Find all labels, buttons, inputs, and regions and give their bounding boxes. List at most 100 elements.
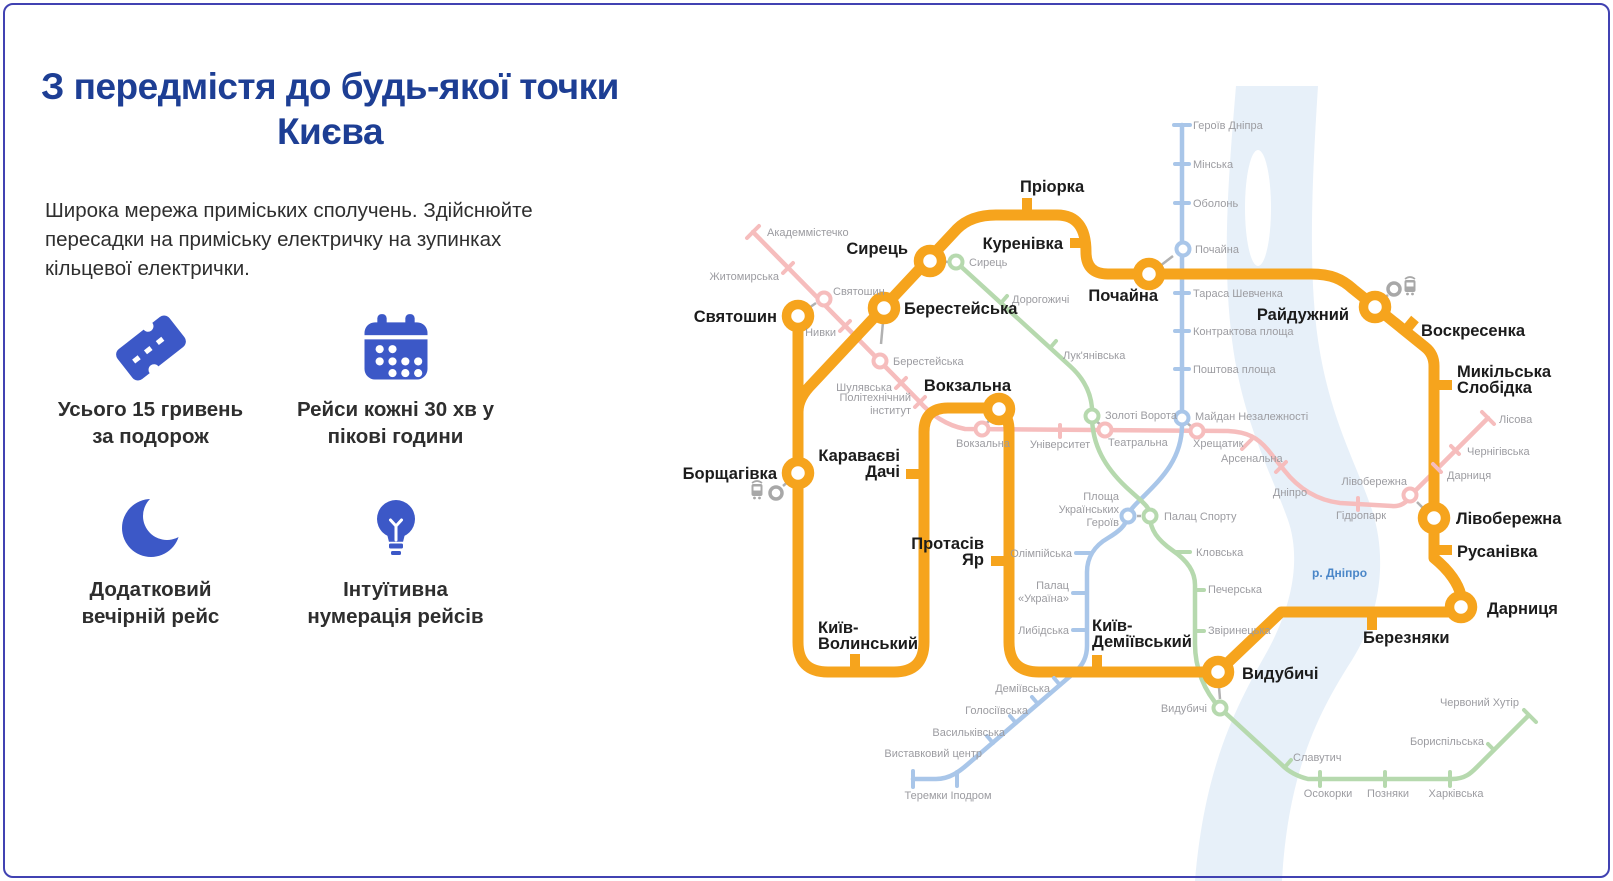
station-label: Мінська <box>1193 159 1234 171</box>
station-tick <box>1480 410 1496 426</box>
station-label: Героїв Дніпра <box>1193 120 1264 132</box>
metro-line-green <box>953 259 1531 782</box>
feature-price: Усього 15 гривень за подорож <box>28 300 273 450</box>
station-label: Вокзальна <box>924 377 1012 395</box>
station-label: Тараса Шевченка <box>1193 288 1284 300</box>
feature-label: Інтуїтивна нумерація рейсів <box>307 578 484 628</box>
station-label: Чернігівська <box>1467 446 1531 458</box>
station-label: Бориспільська <box>1410 736 1485 748</box>
station-label: Русанівка <box>1457 543 1538 561</box>
station-label: Арсенальна <box>1221 453 1283 465</box>
feature-list: Усього 15 гривень за подорож <box>28 300 518 630</box>
station-label: Куренівка <box>983 235 1064 253</box>
ring-station-tick <box>1401 315 1419 335</box>
station-label: Виставковий центр <box>884 748 982 760</box>
metro-line-blue <box>910 122 1185 782</box>
station-tick <box>999 294 1009 305</box>
station-tick <box>745 224 761 240</box>
description-line: пересадки на приміську електричку на зуп… <box>45 228 502 251</box>
station-marker <box>1141 507 1159 525</box>
station-label: Сирець <box>969 257 1008 269</box>
description: Широка мережа приміських сполучень. Здій… <box>45 196 620 283</box>
river-label: р. Дніпро <box>1312 566 1367 580</box>
station-marker <box>815 290 833 308</box>
station-label: Київ-Волинський <box>818 619 918 653</box>
station-label: Голосіївська <box>965 705 1029 717</box>
station-label: Театральна <box>1108 437 1169 449</box>
station-label: Лісова <box>1499 414 1533 426</box>
station-label: Дніпро <box>1273 487 1307 499</box>
station-label: Святошин <box>694 308 777 326</box>
feature-schedule: Рейси кожні 30 хв у пікові години <box>273 300 518 450</box>
feature-label: Усього 15 гривень за подорож <box>57 398 244 448</box>
ring-station-marker <box>1201 655 1235 689</box>
station-label: Кловська <box>1196 547 1244 559</box>
station-tick <box>1486 742 1496 752</box>
station-label: Печерська <box>1208 584 1263 596</box>
station-marker <box>1119 507 1137 525</box>
station-label: Нивки <box>805 327 836 339</box>
station-label: Хрещатик <box>1193 438 1244 450</box>
station-label: Київ-Деміївський <box>1092 617 1192 651</box>
station-label: Золоті Ворота <box>1105 410 1178 422</box>
station-label: Пріорка <box>1020 178 1085 196</box>
tram-interchange-marker <box>1386 281 1402 297</box>
feature-label: Рейси кожні 30 хв у пікові години <box>296 398 494 448</box>
station-marker <box>871 352 889 370</box>
station-marker <box>1211 699 1229 717</box>
feature-evening: Додатковий вечірній рейс <box>28 480 273 630</box>
station-marker <box>1096 421 1114 439</box>
station-label: Іподром <box>950 790 991 802</box>
station-tick <box>781 261 795 275</box>
station-label: Деміївська <box>995 683 1051 695</box>
station-label: Березняки <box>1363 629 1450 647</box>
feature-label: Додатковий вечірній рейс <box>81 578 220 628</box>
ring-station-marker <box>867 291 901 325</box>
title-line: З передмістя до будь-якої <box>41 66 510 107</box>
station-label: Університет <box>1030 439 1090 451</box>
station-label: Житомирська <box>709 271 779 283</box>
station-label: Лук'янівська <box>1063 350 1126 362</box>
station-label: Видубичі <box>1161 703 1207 715</box>
station-label: Васильківська <box>932 727 1006 739</box>
station-label: Шулявська <box>836 382 893 394</box>
station-label: Палац Спорту <box>1164 511 1237 523</box>
station-marker <box>947 253 965 271</box>
station-label: Лівобережна <box>1342 476 1408 488</box>
station-label: Либідська <box>1018 625 1070 637</box>
station-label: Звіринецька <box>1208 625 1271 637</box>
ticket-icon <box>28 300 273 396</box>
station-label: Дорогожичі <box>1012 294 1069 306</box>
station-marker <box>973 420 991 438</box>
station-label: Видубичі <box>1242 665 1318 683</box>
ring-station-marker <box>1132 257 1166 291</box>
station-label: Святошин <box>833 286 885 298</box>
description-line: кільцевої електрички. <box>45 257 250 280</box>
station-label: Майдан Незалежності <box>1195 411 1308 423</box>
station-label: Палац«Україна» <box>1018 580 1070 605</box>
station-label: Лівобережна <box>1456 510 1562 528</box>
ring-railway-line <box>792 209 1467 678</box>
ring-station-marker <box>1358 290 1392 324</box>
station-label: Берестейська <box>893 356 965 368</box>
station-label: Оболонь <box>1193 198 1238 210</box>
station-tick <box>1274 460 1288 474</box>
station-label: Червоний Хутір <box>1440 697 1519 709</box>
station-label: Сирець <box>846 240 908 258</box>
station-tick <box>1030 695 1040 706</box>
station-label: Гідропарк <box>1336 510 1386 522</box>
station-label: Славутич <box>1293 752 1342 764</box>
feature-numbering: Інтуїтивна нумерація рейсів <box>273 480 518 630</box>
station-marker <box>1401 486 1419 504</box>
ring-station-marker <box>982 392 1016 426</box>
interchange-connector <box>1217 686 1222 700</box>
calendar-icon <box>273 300 518 396</box>
station-marker <box>1083 407 1101 425</box>
station-tick <box>838 319 852 333</box>
